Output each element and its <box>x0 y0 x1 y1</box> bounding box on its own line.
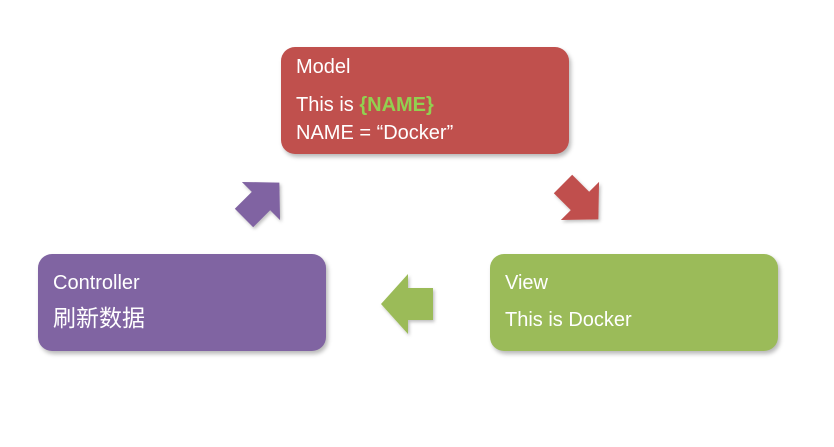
model-name-placeholder: {NAME} <box>359 94 434 116</box>
view-title: View <box>505 272 548 294</box>
arrow-model-to-view <box>553 174 600 221</box>
model-box: Model This is {NAME} NAME = “Docker” <box>281 47 569 154</box>
arrow-view-to-controller <box>381 274 433 334</box>
view-line-1: This is Docker <box>505 309 632 331</box>
view-box: View This is Docker <box>490 254 778 351</box>
arrow-controller-to-model <box>234 181 281 228</box>
model-line-1: This is {NAME} <box>296 91 555 119</box>
model-title: Model <box>296 56 351 78</box>
controller-box: Controller 刷新数据 <box>38 254 326 351</box>
model-line-2: NAME = “Docker” <box>296 122 454 144</box>
controller-line-1: 刷新数据 <box>53 305 145 331</box>
controller-title: Controller <box>53 272 140 294</box>
model-line-1-prefix: This is <box>296 94 360 116</box>
